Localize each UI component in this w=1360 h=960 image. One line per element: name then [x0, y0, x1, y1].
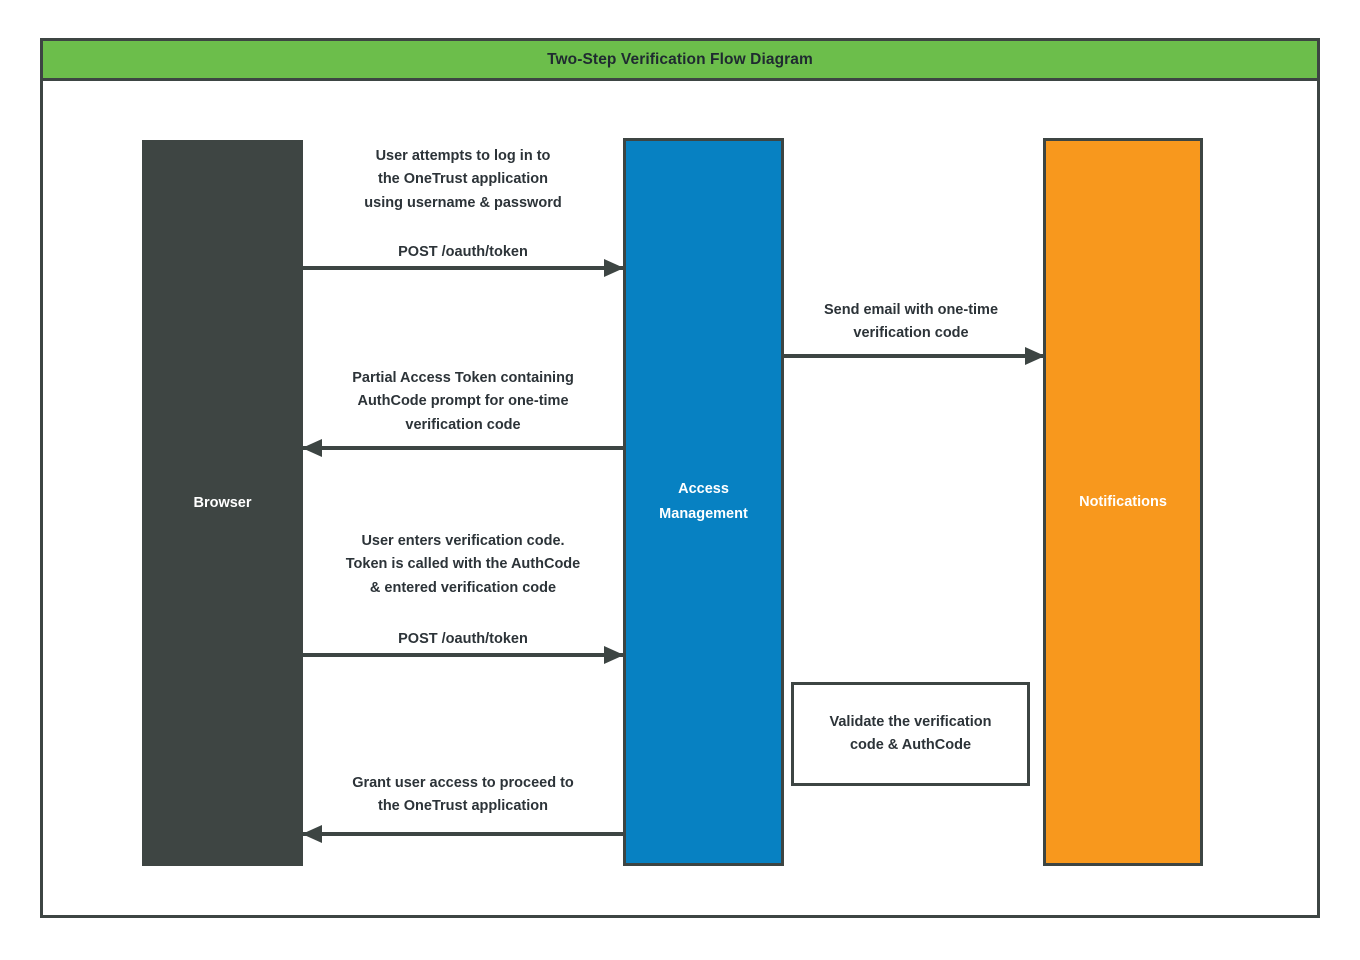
arrow-head-left-icon: [302, 825, 322, 843]
message-enter-verification-code-call: POST /oauth/token: [398, 631, 528, 647]
message-send-email-arrow: [784, 347, 1045, 365]
lifeline-access-management-label: Access Management: [659, 481, 748, 522]
message-enter-verification-code-arrow: [303, 646, 624, 664]
arrow-head-right-icon: [1025, 347, 1045, 365]
diagram-title-bar: Two-Step Verification Flow Diagram: [43, 41, 1317, 81]
note-validate-verification: Validate the verification code & AuthCod…: [791, 682, 1030, 786]
lifeline-notifications-label: Notifications: [1079, 493, 1167, 510]
page-title: Two-Step Verification Flow Diagram: [547, 50, 813, 68]
message-login-attempt-arrow: [303, 259, 624, 277]
lifeline-access-management: Access Management: [623, 138, 784, 866]
flow-diagram-frame: Two-Step Verification Flow Diagram Brows…: [40, 38, 1320, 918]
message-grant-access-description: Grant user access to proceed to the OneT…: [352, 775, 574, 815]
message-partial-access-token-description: Partial Access Token containing AuthCode…: [352, 370, 574, 433]
message-partial-access-token-arrow: [302, 439, 623, 457]
arrow-head-right-icon: [604, 259, 624, 277]
message-send-email-description: Send email with one-time verification co…: [823, 302, 999, 342]
arrow-head-right-icon: [604, 646, 624, 664]
lifeline-browser-label: Browser: [193, 494, 252, 511]
arrow-head-left-icon: [302, 439, 322, 457]
note-validate-verification-text: Validate the verification code & AuthCod…: [829, 713, 992, 753]
message-grant-access-arrow: [302, 825, 623, 843]
message-enter-verification-code-description: User enters verification code. Token is …: [345, 533, 581, 596]
lifeline-notifications: Notifications: [1043, 138, 1203, 866]
message-login-attempt-description: User attempts to log in to the OneTrust …: [364, 148, 562, 211]
lifeline-browser: Browser: [142, 140, 303, 866]
message-login-attempt-call: POST /oauth/token: [398, 244, 528, 260]
